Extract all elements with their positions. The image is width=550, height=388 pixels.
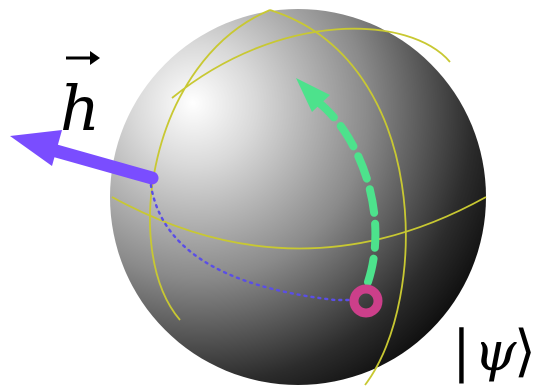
sphere-grid [111, 9, 487, 386]
field-vector-label: h [60, 72, 100, 145]
equator-line [111, 196, 487, 250]
ket-psi-symbol: ψ [474, 320, 517, 383]
field-vector-label-group: h [60, 51, 100, 145]
meridian-front [269, 9, 407, 386]
precession-dashed-curve [314, 98, 380, 286]
precession-arrowhead-icon [296, 78, 330, 112]
ket-left-bar: | [452, 319, 471, 384]
field-vector [10, 130, 159, 185]
meridian-left [149, 9, 271, 321]
state-ket-label: | ψ ⟩ [452, 319, 536, 384]
state-ring-marker-icon [349, 284, 383, 318]
field-vector-arrowhead-icon [10, 130, 62, 166]
ket-right-bracket: ⟩ [514, 319, 536, 384]
precession-path [296, 78, 380, 286]
sphere [110, 9, 486, 385]
vector-over-arrow-icon [66, 51, 100, 65]
field-vector-shaft [35, 140, 159, 185]
meridian-back [171, 27, 451, 99]
projection-dotted-line [148, 176, 354, 302]
